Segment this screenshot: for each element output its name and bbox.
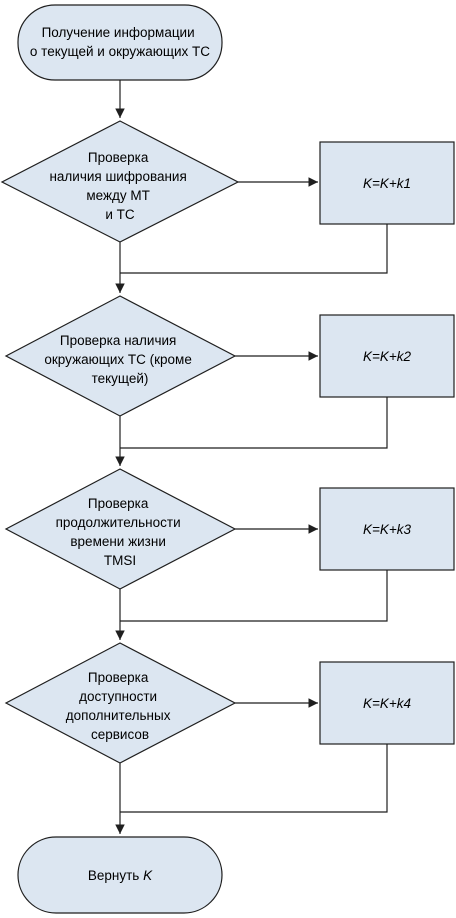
edge-action-4-return xyxy=(120,744,388,813)
check-1-decision: Проверка наличия шифрования между МТ и Т… xyxy=(0,120,240,243)
check-4-decision: Проверка доступности дополнительных серв… xyxy=(4,642,237,764)
action-2-label: K=K+k2 xyxy=(363,349,412,364)
start-terminator: Получение информации о текущей и окружаю… xyxy=(17,4,223,81)
check-2-decision: Проверка наличия окружающих ТС (кроме те… xyxy=(4,295,237,417)
action-4-process: K=K+k4 xyxy=(319,661,455,745)
action-1-process: K=K+k1 xyxy=(319,141,455,225)
check-3-label: Проверка продолжительности времени жизни… xyxy=(56,496,185,568)
check-1-label: Проверка наличия шифрования между МТ и Т… xyxy=(49,150,190,222)
action-4-label: K=K+k4 xyxy=(363,696,411,711)
edge-action-2-return xyxy=(120,397,388,449)
end-label: Вернуть K xyxy=(88,868,153,883)
action-3-label: K=K+k3 xyxy=(363,522,412,537)
end-terminator: Вернуть K xyxy=(17,836,223,914)
check-2-label: Проверка наличия окружающих ТС (кроме те… xyxy=(44,333,195,386)
action-1-label: K=K+k1 xyxy=(363,176,411,191)
edge-action-3-return xyxy=(120,570,388,622)
start-label: Получение информации о текущей и окружаю… xyxy=(30,25,210,59)
check-3-decision: Проверка продолжительности времени жизни… xyxy=(4,468,237,590)
action-2-process: K=K+k2 xyxy=(319,314,455,398)
edge-action-1-return xyxy=(120,224,388,274)
check-4-label: Проверка доступности дополнительных серв… xyxy=(66,670,174,742)
action-3-process: K=K+k3 xyxy=(319,487,455,571)
